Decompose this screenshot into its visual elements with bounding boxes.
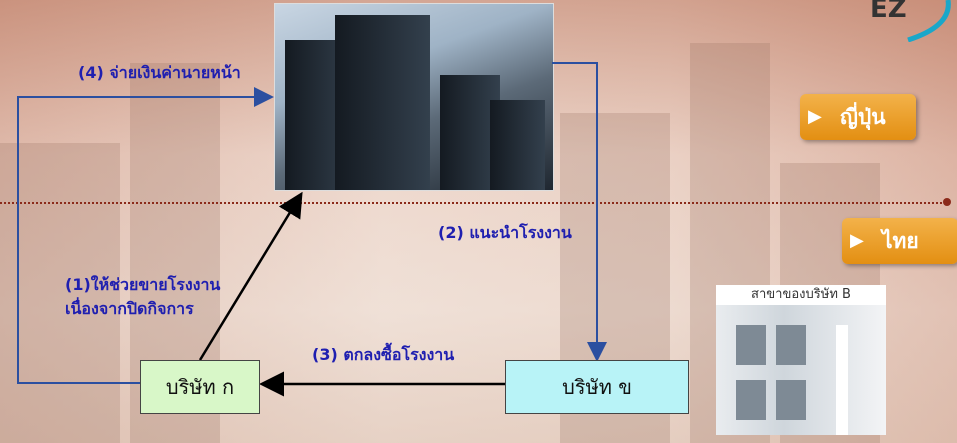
building-window xyxy=(776,380,806,420)
background-building xyxy=(0,143,120,443)
building-window xyxy=(736,380,766,420)
ez-logo: EZ xyxy=(860,0,957,43)
branch-building-photo: สาขาของบริษัท B xyxy=(716,285,886,435)
divider-line xyxy=(0,202,950,204)
country-tag-thailand: ▶ ไทย xyxy=(842,218,957,264)
step4-label: (4) จ่ายเงินค่านายหน้า xyxy=(78,63,241,82)
chevron-right-icon: ▶ xyxy=(850,230,864,251)
step1-label-line2: เนื่องจากปิดกิจการ xyxy=(65,299,194,318)
building-window xyxy=(776,325,806,365)
company-b-label: บริษัท ข xyxy=(562,375,632,399)
step3-label: (3) ตกลงซื้อโรงงาน xyxy=(312,345,455,364)
chevron-right-icon: ▶ xyxy=(808,106,822,127)
company-b-box: บริษัท ข xyxy=(505,360,689,414)
photo-tower xyxy=(490,100,545,190)
building-column xyxy=(836,325,848,435)
company-a-label: บริษัท ก xyxy=(165,375,235,399)
branch-caption: สาขาของบริษัท B xyxy=(716,285,886,305)
arrow-step2 xyxy=(552,62,607,362)
arrow-step4 xyxy=(17,87,274,384)
divider-dot xyxy=(943,198,951,206)
logo-text: EZ xyxy=(870,0,907,24)
skyscraper-photo xyxy=(274,3,554,191)
country-label-thailand: ไทย xyxy=(882,228,919,253)
country-tag-japan: ▶ ญี่ปุ่น xyxy=(800,94,916,140)
photo-tower xyxy=(335,15,430,190)
building-window xyxy=(736,325,766,365)
country-label-japan: ญี่ปุ่น xyxy=(840,104,886,129)
company-a-box: บริษัท ก xyxy=(140,360,260,414)
arrow-step1 xyxy=(198,191,303,361)
step2-label: (2) แนะนำโรงงาน xyxy=(438,223,572,242)
step1-label-line1: (1)ให้ช่วยขายโรงงาน xyxy=(65,275,221,294)
logo-swoosh-icon xyxy=(907,0,951,43)
